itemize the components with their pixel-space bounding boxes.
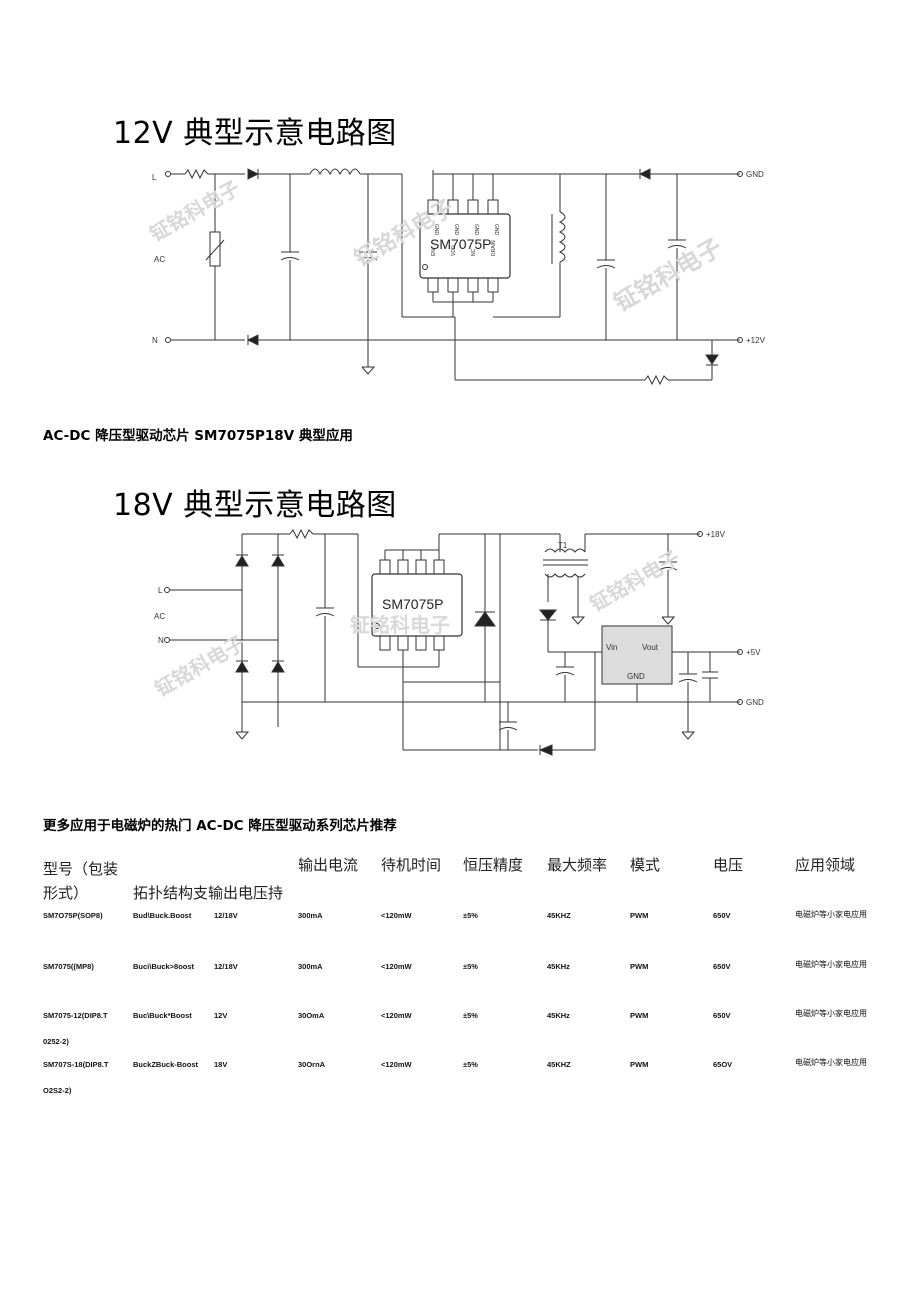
header-mode: 模式 [630,856,661,874]
label-18v-out: +18V [706,530,726,539]
label-GND-2: GND [746,698,764,707]
header-topology: 拓扑结构支输出电压持 [133,884,284,902]
chip-pin-top-3: GND [473,224,479,236]
row1-vout: 12/18V [214,911,238,920]
chip-label: SM7075P [430,236,491,252]
label-5v-out: +5V [746,648,761,657]
row3-freq: 45KHz [547,1011,570,1020]
label-N: N [152,336,158,345]
chip-pin-top-4: GND [493,224,499,236]
header-model: 型号（包装 [43,860,119,878]
circuit-diagram-12v: L AC N GND +12V SM7075P 钲铭科电子 钲铭科电子 钲铭科电… [146,168,766,386]
row2-voltage: 650V [713,962,731,971]
chip-pin-bottom-3: NC [471,248,477,256]
label-AC: AC [154,255,165,264]
row2-app: 电磁炉等小家电应用 [795,960,867,969]
row4-topology: BuckZBuck-Boost [133,1060,199,1069]
row3-voltage: 650V [713,1011,731,1020]
watermark-1c: 钲铭科电子 [609,233,727,317]
row2-accuracy: ±5% [463,962,478,971]
row1-current: 300mA [298,911,323,920]
row4-model-2: O2S2-2) [43,1086,72,1095]
row3-standby: <120mW [381,1011,412,1020]
label-12v-out: +12V [746,336,766,345]
chip-pin-bottom-4: DRAIN [491,240,497,256]
caption-recommend: 更多应用于电磁炉的热门 AC-DC 降压型驱动系列芯片推荐 [43,818,397,834]
row2-standby: <120mW [381,962,412,971]
row3-current: 30OmA [298,1011,325,1020]
caption-12v: AC-DC 降压型驱动芯片 SM7075P18V 典型应用 [43,428,353,444]
header-voltage: 电压 [713,856,744,874]
row3-accuracy: ±5% [463,1011,478,1020]
row4-voltage: 65OV [713,1060,733,1069]
header-app: 应用领域 [795,856,856,874]
row1-voltage: 650V [713,911,731,920]
row2-topology: Buci\Buck>8oost [133,962,195,971]
chip-label-2: SM7075P [382,596,443,612]
row4-vout: 18V [214,1060,228,1069]
chip-pin-top-2: GND [453,224,459,236]
header-model-2: 形式） [43,884,89,902]
header-freq: 最大频率 [547,856,608,874]
row1-freq: 45KHZ [547,911,571,920]
row4-model: SM707S-18(DIP8.T [43,1060,109,1069]
row2-freq: 45KHz [547,962,570,971]
label-AC-2: AC [154,612,165,621]
row4-app: 电磁炉等小家电应用 [795,1058,867,1067]
watermark-1b: 钲铭科电子 [350,195,458,273]
label-GND: GND [746,170,764,179]
watermark-2a: 钲铭科电子 [350,613,450,637]
label-T1: T1 [558,541,568,550]
label-L-2: L [158,586,163,595]
circuit-diagram-18v: L AC N +18V +5V GND T1 Vin Vout GND SM70… [151,528,764,756]
section-title-12v: 12V 典型示意电路图 [113,116,397,151]
chip-pin-top-1: GND [433,224,439,236]
row1-topology: Bud\Buck.Boost [133,911,192,920]
row1-app: 电磁炉等小家电应用 [795,910,867,919]
row1-mode: PWM [630,911,649,920]
row1-model: SM7O75P(SOP8) [43,911,103,920]
row3-mode: PWM [630,1011,649,1020]
watermark-1a: 钲铭科电子 [146,176,245,247]
row2-mode: PWM [630,962,649,971]
label-vout: Vout [642,643,659,652]
row3-model: SM7075-12(DIP8.T [43,1011,108,1020]
watermark-2c: 钲铭科电子 [586,546,685,617]
row3-model-2: 0252-2) [43,1037,69,1046]
label-vin: Vin [606,643,617,652]
row3-app: 电磁炉等小家电应用 [795,1009,867,1018]
row1-standby: <120mW [381,911,412,920]
row4-current: 30OrnA [298,1060,326,1069]
row4-mode: PWM [630,1060,649,1069]
row2-model: SM7075((MP8) [43,962,94,971]
row4-accuracy: ±5% [463,1060,478,1069]
label-reg-gnd: GND [627,672,645,681]
row2-vout: 12/18V [214,962,238,971]
row1-accuracy: ±5% [463,911,478,920]
label-L: L [152,173,157,182]
row3-vout: 12V [214,1011,228,1020]
section-title-18v: 18V 典型示意电路图 [113,488,397,523]
header-current: 输出电流 [298,856,359,874]
header-accuracy: 恒压精度 [463,856,524,874]
row2-current: 300mA [298,962,323,971]
label-N-2: N [158,636,164,645]
row4-freq: 45KHZ [547,1060,571,1069]
header-standby: 待机时间 [381,856,442,874]
chip-pin-bottom-2: VDD [451,245,457,256]
row3-topology: Buc\Buck*Boost [133,1011,192,1020]
row4-standby: <120mW [381,1060,412,1069]
chip-pin-bottom-1: EN [431,249,437,256]
